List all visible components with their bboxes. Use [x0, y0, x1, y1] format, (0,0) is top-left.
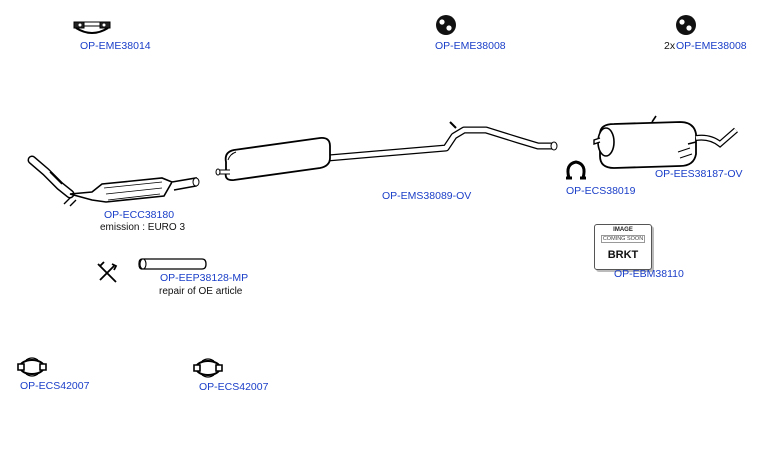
- mount-code-top-left[interactable]: OP-EME38014: [80, 40, 151, 52]
- middle-silencer-pipe-icon[interactable]: [215, 118, 563, 188]
- repair-pipe-code[interactable]: OP-EEP38128-MP: [160, 272, 249, 284]
- rubber-hanger-icon[interactable]: [434, 14, 458, 36]
- bracket-label: BRKT: [607, 249, 639, 261]
- clamp-code-mid[interactable]: OP-ECS42007: [199, 381, 269, 393]
- rear-silencer-icon[interactable]: [592, 114, 742, 172]
- exhaust-mount-icon[interactable]: [72, 18, 112, 38]
- quantity-prefix: 2x: [664, 40, 676, 52]
- repair-pipe-icon[interactable]: [138, 256, 208, 272]
- image-coming-soon-badge: IMAGE COMING SOON BRKT: [594, 224, 652, 270]
- bracket-code[interactable]: OP-EBM38110: [614, 268, 684, 280]
- rear-silencer-code[interactable]: OP-EES38187-OV: [655, 168, 743, 180]
- catalytic-converter-icon[interactable]: [24, 152, 204, 214]
- image-label: IMAGE: [613, 227, 633, 233]
- mid-pipe-code[interactable]: OP-EMS38089-OV: [382, 190, 472, 202]
- clamp-icon[interactable]: [192, 357, 224, 379]
- catalyst-code[interactable]: OP-ECC38180: [104, 209, 175, 221]
- tools-icon[interactable]: [96, 260, 120, 286]
- clamp-code-left[interactable]: OP-ECS42007: [20, 380, 90, 392]
- mount-code-top-right[interactable]: OP-EME38008: [676, 40, 747, 52]
- coming-soon-label: COMING SOON: [601, 235, 645, 243]
- mount-code-top-mid[interactable]: OP-EME38008: [435, 40, 506, 52]
- catalyst-emission-note: emission : EURO 3: [100, 222, 186, 233]
- rubber-hanger-icon[interactable]: [674, 14, 698, 36]
- clamp-icon[interactable]: [565, 158, 587, 184]
- clamp-icon[interactable]: [16, 356, 48, 378]
- repair-pipe-note: repair of OE article: [159, 286, 243, 297]
- clamp-code-right[interactable]: OP-ECS38019: [566, 185, 636, 197]
